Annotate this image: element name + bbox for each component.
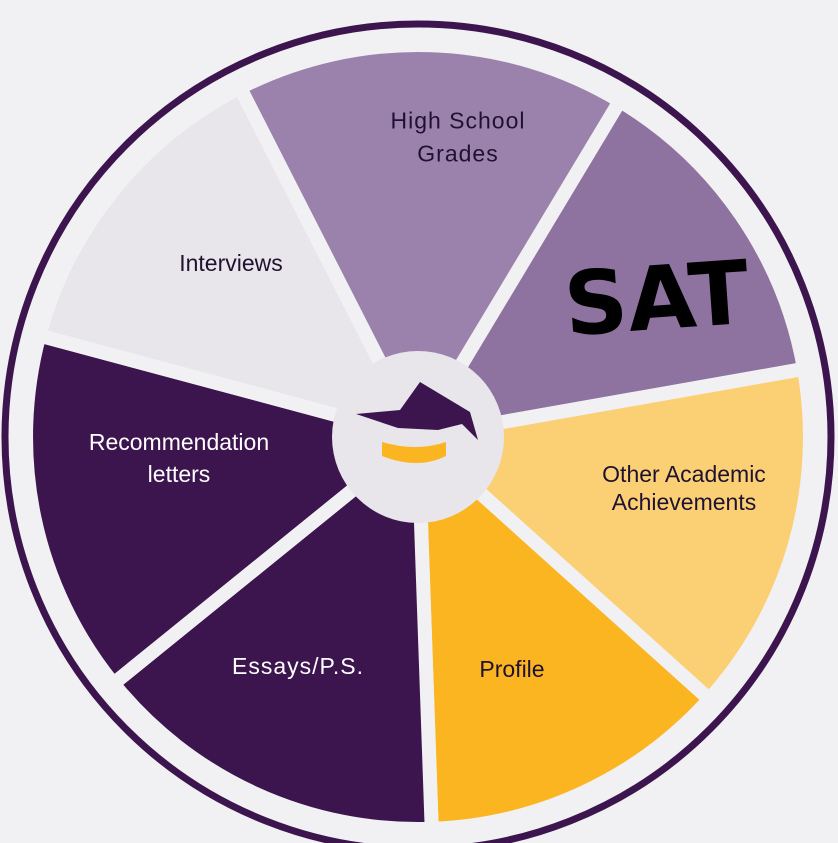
segment-other-academic-achievements <box>411 361 817 707</box>
label-line: Recommendation <box>89 429 269 455</box>
segment-recommendation-letters <box>19 328 425 691</box>
segment-sat <box>411 94 811 444</box>
label-profile: Profile <box>479 656 544 682</box>
label-line: Interviews <box>179 250 283 276</box>
label-line: Grades <box>417 141 498 167</box>
cap-top <box>356 382 478 440</box>
label-line: Other Academic <box>602 461 766 487</box>
label-sat: SAT <box>561 241 752 357</box>
segment-profile <box>411 430 717 836</box>
segment-high-school-grades <box>233 38 627 444</box>
hub-circle <box>332 351 504 523</box>
label-essays-ps: Essays/P.S. <box>232 653 364 679</box>
label-line: SAT <box>561 241 752 357</box>
label-interviews: Interviews <box>179 250 283 276</box>
label-line: letters <box>148 461 211 487</box>
segment-interviews <box>32 80 425 444</box>
segments-layer <box>19 38 817 837</box>
label-line: Profile <box>479 656 544 682</box>
label-line: Essays/P.S. <box>232 653 364 679</box>
graduation-cap-icon <box>356 382 478 463</box>
segment-essays-ps <box>106 430 439 837</box>
label-line: High School <box>390 108 525 134</box>
label-line: Achievements <box>612 489 756 515</box>
label-recommendation-letters: Recommendation letters <box>89 429 269 487</box>
cap-band <box>382 442 446 463</box>
center-hub <box>332 351 504 523</box>
